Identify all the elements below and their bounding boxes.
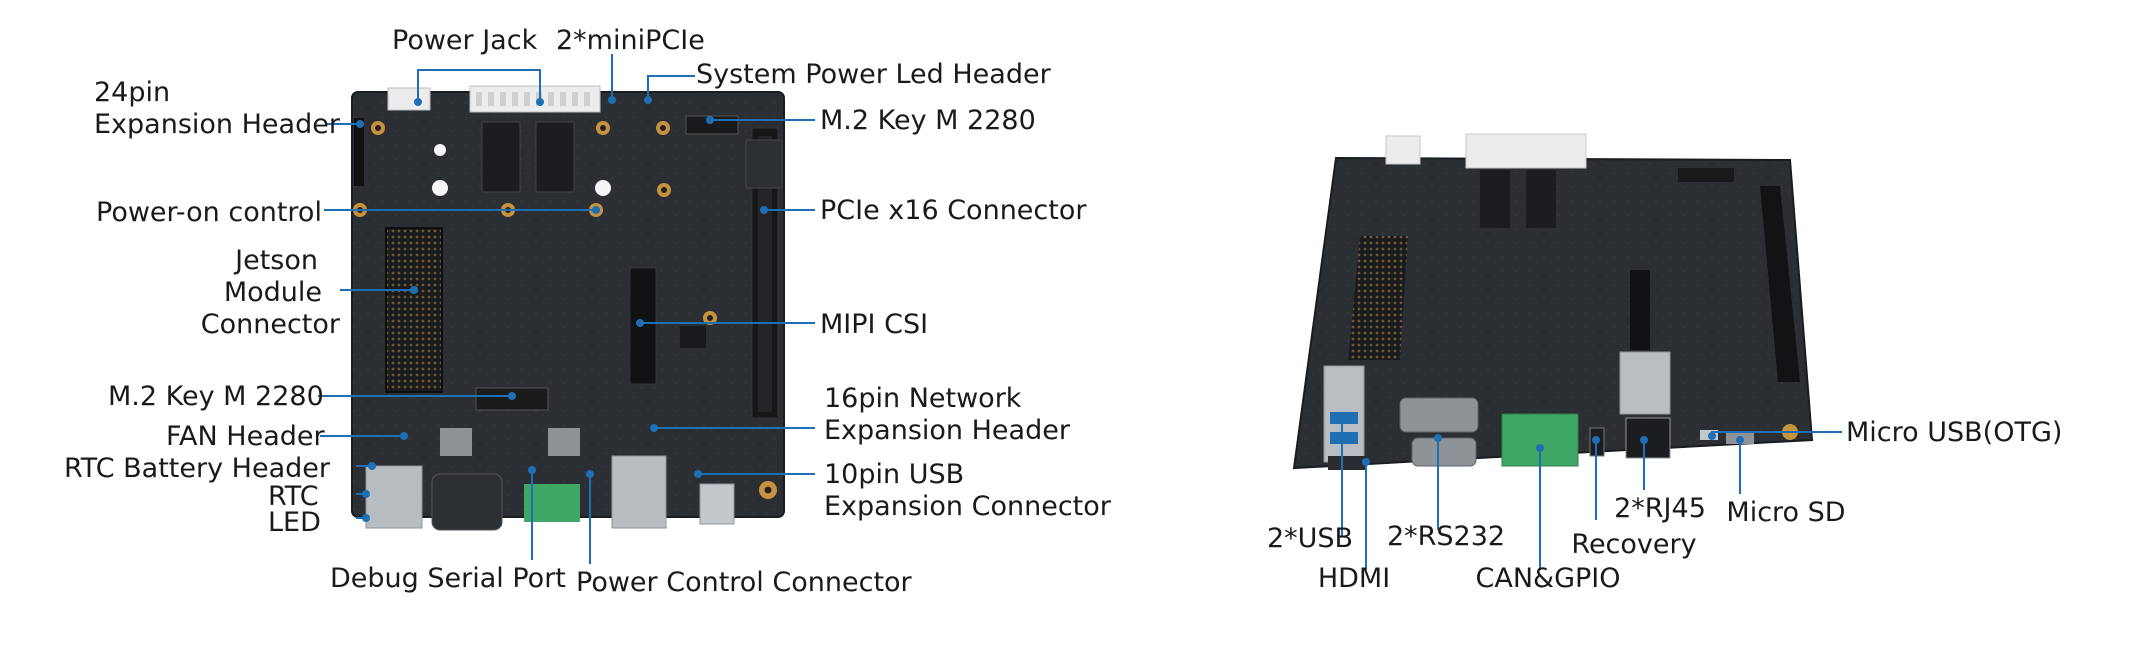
minipcie-slot-2 <box>535 121 575 193</box>
label-expansion-24pin-line1: 24pin <box>94 77 171 108</box>
label-power-jack: Power Jack <box>392 25 538 56</box>
label-usb-10pin-line2: Expansion Connector <box>824 491 1111 522</box>
label-minipcie: 2*miniPCIe <box>556 25 705 56</box>
label-jetson-line2: Module <box>223 277 322 308</box>
chip-2 <box>440 428 472 456</box>
serial-port-left-board <box>431 473 503 531</box>
right-rs232-2 <box>1411 437 1477 467</box>
label-led: LED <box>268 507 321 538</box>
left-callout-lines <box>318 54 815 564</box>
pcie-x16-latch <box>745 139 783 189</box>
jetson-connector <box>385 227 443 393</box>
rj45-port-2-left-board <box>611 455 667 529</box>
right-white-connector-1 <box>1385 135 1421 165</box>
right-rs232-1 <box>1399 397 1479 433</box>
label-power-control-connector: Power Control Connector <box>576 567 912 598</box>
label-m2-key-m-bottom: M.2 Key M 2280 <box>108 381 324 412</box>
label-usb-10pin-line1: 10pin USB <box>824 459 965 490</box>
right-minipcie-1 <box>1480 170 1510 228</box>
chip-3 <box>548 428 580 456</box>
minipcie-slot-1 <box>481 121 521 193</box>
label-network-16pin-line1: 16pin Network <box>824 383 1022 414</box>
label-recovery: Recovery <box>1571 529 1697 560</box>
label-rj45: 2*RJ45 <box>1614 493 1706 524</box>
right-mipi-connector <box>1630 270 1650 350</box>
label-can-gpio: CAN&GPIO <box>1475 563 1621 594</box>
label-system-power-led-header: System Power Led Header <box>696 59 1051 90</box>
label-usb2: 2*USB <box>1266 523 1354 554</box>
label-rtc: RTC <box>268 481 319 512</box>
power-jack-connector <box>387 87 431 111</box>
pcie-x16-slot-inner <box>758 136 772 412</box>
label-pcie-x16: PCIe x16 Connector <box>820 195 1087 226</box>
label-hdmi: HDMI <box>1317 563 1391 594</box>
rj45-port-left-board <box>365 465 423 529</box>
chip-1 <box>680 326 706 348</box>
right-callout-dots <box>1338 416 1744 466</box>
label-debug-serial-port: Debug Serial Port <box>330 563 566 594</box>
label-rs232: 2*RS232 <box>1386 521 1506 552</box>
usb-port-left-board <box>699 483 735 525</box>
label-micro-sd: Micro SD <box>1726 497 1846 528</box>
right-hdmi-port <box>1328 456 1366 470</box>
mipi-csi-connector <box>629 267 657 385</box>
right-minipcie-2 <box>1526 170 1556 228</box>
left-callout-dots <box>356 96 768 522</box>
label-mipi-csi: MIPI CSI <box>820 309 929 340</box>
label-jetson-line3: Connector <box>200 309 340 340</box>
label-rtc-battery-header: RTC Battery Header <box>64 453 330 484</box>
right-pcie-slot <box>1760 186 1800 382</box>
right-white-connector-2 <box>1465 133 1587 169</box>
label-micro-usb-otg: Micro USB(OTG) <box>1846 417 2063 448</box>
expansion-24pin-header-strip <box>354 118 364 186</box>
label-power-on-control: Power-on control <box>96 197 322 228</box>
left-board <box>351 85 785 531</box>
label-fan-header: FAN Header <box>166 421 325 452</box>
label-expansion-24pin-line2: Expansion Header <box>94 109 340 140</box>
right-board-pcb <box>1292 156 1814 470</box>
right-rj45-lower <box>1625 417 1671 459</box>
label-network-16pin-line2: Expansion Header <box>824 415 1070 446</box>
right-usb-port-2 <box>1330 432 1358 444</box>
label-jetson-line1: Jetson <box>235 245 318 276</box>
label-m2-key-m-top: M.2 Key M 2280 <box>820 105 1036 136</box>
right-jetson-connector <box>1348 236 1408 360</box>
right-m2-slot <box>1678 168 1734 182</box>
green-terminal-left-board <box>524 484 580 522</box>
right-rj45-upper <box>1619 351 1671 415</box>
right-board <box>1292 133 1814 470</box>
